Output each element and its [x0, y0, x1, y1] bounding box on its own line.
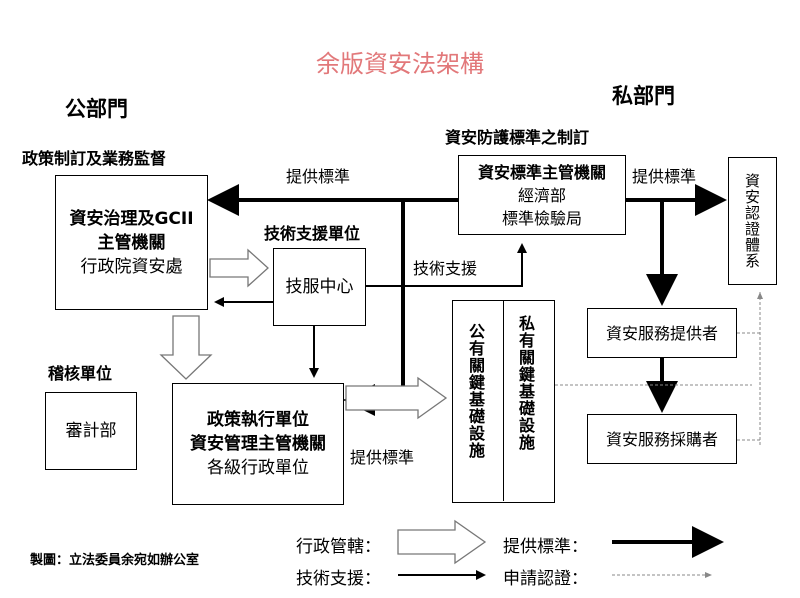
service-provider-label: 資安服務提供者 [605, 323, 718, 343]
public-sector-heading: 公部門 [65, 97, 128, 121]
label-provide-standard-bottom: 提供標準 [350, 448, 415, 467]
policy-execution-box: 政策執行單位 資安管理主管機關 各級行政單位 [172, 383, 344, 505]
standards-authority-box: 資安標準主管機關 經濟部 標準檢驗局 [458, 155, 626, 235]
legend-tech-label: 技術支援： [296, 569, 381, 589]
legend-admin-label: 行政管轄： [296, 537, 381, 557]
ci-divider [503, 301, 504, 501]
ci-private-label: 私有關鍵基礎設施 [516, 315, 535, 451]
policy-label: 政策制訂及業務監督 [22, 149, 167, 168]
standards-label: 資安防護標準之制訂 [445, 128, 590, 147]
audit-office-box: 審計部 [45, 392, 137, 470]
gov-line1: 資安治理及GCII [69, 208, 194, 229]
credit-text: 製圖：立法委員余宛如辦公室 [30, 553, 200, 568]
exec-line2: 資安管理主管機關 [190, 434, 326, 454]
cert-body-label: 資安認證體系 [743, 173, 761, 269]
certification-body-box: 資安認證體系 [728, 157, 777, 285]
service-buyer-box: 資安服務採購者 [587, 414, 737, 464]
legend-cert-label: 申請認證： [503, 569, 588, 589]
std-line3: 標準檢驗局 [501, 208, 582, 228]
tech-to-std [366, 243, 527, 287]
tech-service-center-box: 技服中心 [273, 248, 366, 326]
legend-standard-label: 提供標準： [503, 537, 588, 557]
legend-admin-arrow [397, 519, 487, 565]
service-buyer-label: 資安服務採購者 [605, 429, 718, 449]
gov-line3: 行政院資安處 [80, 256, 183, 277]
admin-arrow-gov-to-exec [159, 315, 213, 380]
gov-line2: 主管機關 [97, 232, 166, 253]
governance-authority-box: 資安治理及GCII 主管機關 行政院資安處 [55, 175, 208, 310]
admin-arrow-gov-to-tech [209, 248, 269, 288]
service-provider-box: 資安服務提供者 [587, 308, 737, 358]
audit-label: 稽核單位 [48, 364, 113, 383]
private-sector-heading: 私部門 [612, 84, 675, 108]
label-provide-standard-right: 提供標準 [632, 167, 697, 186]
exec-line3: 各級行政單位 [207, 458, 309, 478]
ci-public-label: 公有關鍵基礎設施 [466, 323, 485, 459]
critical-infrastructure-box: 公有關鍵基礎設施 私有關鍵基礎設施 [452, 300, 555, 503]
tech-support-label: 技術支援單位 [264, 224, 361, 243]
audit-line1: 審計部 [65, 421, 117, 441]
label-tech-support: 技術支援 [413, 259, 478, 278]
diagram-title: 余版資安法架構 [316, 50, 484, 78]
admin-arrow-exec-to-ci [345, 376, 448, 420]
std-line1: 資安標準主管機關 [477, 162, 606, 182]
exec-line1: 政策執行單位 [207, 410, 309, 430]
label-provide-standard-top: 提供標準 [286, 167, 351, 186]
tech-line1: 技服中心 [285, 277, 354, 297]
std-line2: 經濟部 [517, 185, 566, 205]
